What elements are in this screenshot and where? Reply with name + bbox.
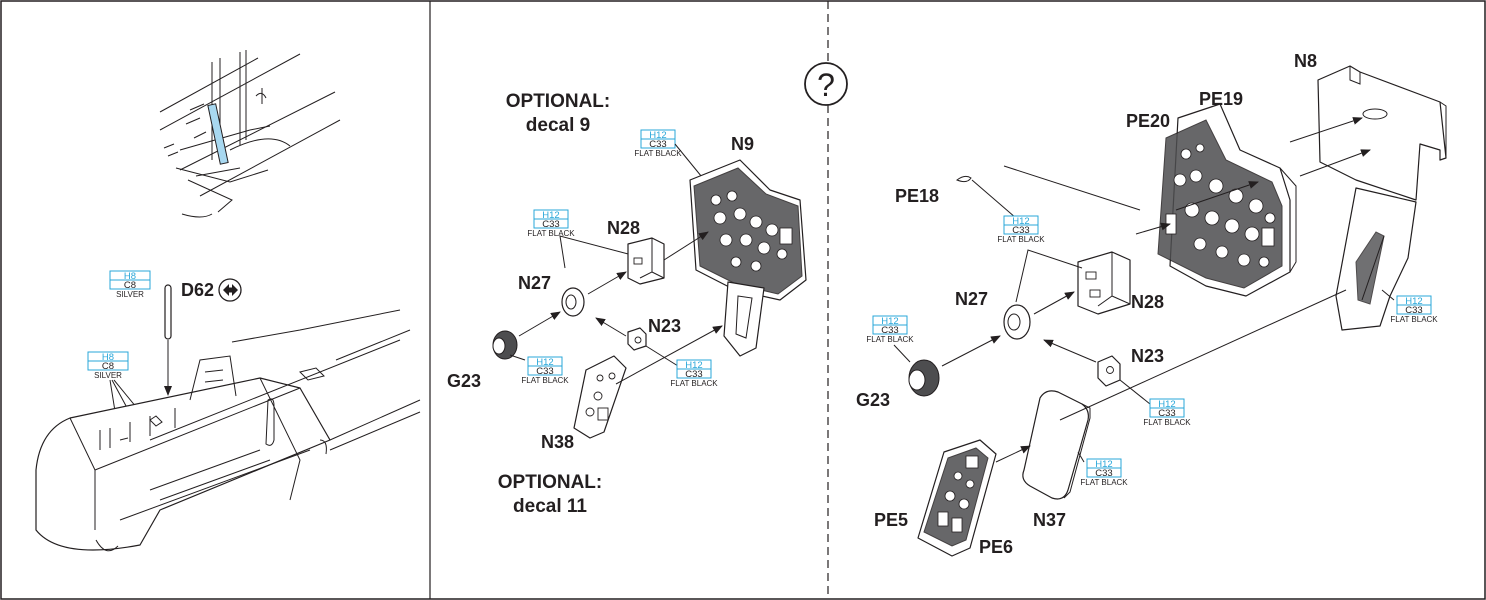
callout-g23-paint: H12 C33 FLAT BLACK bbox=[866, 315, 914, 344]
flip-arrow-icon bbox=[218, 278, 242, 302]
detail-inset-drawing bbox=[159, 50, 341, 218]
question-mark-icon: ? bbox=[804, 62, 848, 106]
svg-text:H12: H12 bbox=[685, 360, 702, 371]
svg-text:H8: H8 bbox=[124, 271, 136, 282]
part-label-n37: N37 bbox=[1033, 510, 1066, 530]
callout-n37-paint: H12 C33 FLAT BLACK bbox=[1080, 458, 1128, 487]
callout-n23-paint: H12 C33 FLAT BLACK bbox=[670, 359, 718, 388]
part-n27-cylinder bbox=[561, 287, 585, 317]
svg-text:FLAT BLACK: FLAT BLACK bbox=[1143, 418, 1191, 427]
callout-g23-paint: H12 C33 FLAT BLACK bbox=[521, 356, 569, 385]
part-n28-block bbox=[627, 237, 665, 285]
optional-decal-9-line1: OPTIONAL: bbox=[506, 91, 611, 112]
part-label-pe19: PE19 bbox=[1199, 89, 1243, 109]
part-label-g23: G23 bbox=[447, 371, 481, 391]
svg-text:FLAT BLACK: FLAT BLACK bbox=[866, 335, 914, 344]
svg-text:C33: C33 bbox=[542, 219, 559, 230]
part-label-pe18: PE18 bbox=[895, 186, 939, 206]
svg-text:H12: H12 bbox=[1405, 296, 1422, 307]
svg-text:H12: H12 bbox=[542, 210, 559, 221]
svg-text:C8: C8 bbox=[102, 361, 114, 372]
optional-decal-9-line2: decal 9 bbox=[526, 115, 590, 136]
panel-3: ? N8 PE19 PE20 PE18 H12 C33 FLAT BLACK bbox=[804, 51, 1447, 557]
svg-text:FLAT BLACK: FLAT BLACK bbox=[1080, 478, 1128, 487]
highlighted-rod bbox=[207, 103, 229, 165]
callout-n8-paint: H12 C33 FLAT BLACK bbox=[1390, 295, 1438, 324]
callout-pe18-paint: H12 C33 FLAT BLACK bbox=[997, 215, 1045, 244]
part-label-n28: N28 bbox=[1131, 292, 1164, 312]
callout-d62-paint: H8 C8 SILVER bbox=[109, 270, 151, 299]
svg-text:FLAT BLACK: FLAT BLACK bbox=[527, 229, 575, 238]
part-n23-knob bbox=[1097, 355, 1121, 387]
optional-decal-11-line2: decal 11 bbox=[513, 496, 587, 517]
part-label-n23: N23 bbox=[648, 316, 681, 336]
part-n27-cylinder bbox=[1003, 304, 1031, 340]
svg-text:?: ? bbox=[817, 67, 835, 103]
part-label-n23: N23 bbox=[1131, 346, 1164, 366]
cockpit-tub-drawing bbox=[35, 309, 421, 552]
part-d62-rod bbox=[164, 284, 172, 340]
callout-n9-paint: H12 C33 FLAT BLACK bbox=[634, 129, 682, 158]
panel-1: H8 C8 SILVER D62 H8 C8 SILVER bbox=[35, 50, 421, 552]
svg-text:C33: C33 bbox=[881, 325, 898, 336]
svg-text:SILVER: SILVER bbox=[94, 371, 122, 380]
svg-text:C8: C8 bbox=[124, 280, 136, 291]
part-label-n27: N27 bbox=[955, 289, 988, 309]
svg-text:H12: H12 bbox=[1012, 216, 1029, 227]
svg-text:H8: H8 bbox=[102, 352, 114, 363]
callout-n23-paint: H12 C33 FLAT BLACK bbox=[1143, 398, 1191, 427]
part-label-pe20: PE20 bbox=[1126, 111, 1170, 131]
part-n28-block bbox=[1077, 251, 1131, 315]
panel-2: OPTIONAL: decal 9 OPTIONAL: decal 11 H12… bbox=[447, 91, 807, 517]
part-label-n8: N8 bbox=[1294, 51, 1317, 71]
part-label-pe5: PE5 bbox=[874, 510, 908, 530]
part-n8-bulkhead bbox=[1317, 65, 1447, 201]
svg-text:FLAT BLACK: FLAT BLACK bbox=[1390, 315, 1438, 324]
svg-text:C33: C33 bbox=[1012, 225, 1029, 236]
part-label-n27: N27 bbox=[518, 273, 551, 293]
svg-text:H12: H12 bbox=[536, 357, 553, 368]
svg-text:FLAT BLACK: FLAT BLACK bbox=[634, 149, 682, 158]
part-pe19-pe20-instrument-panel bbox=[1157, 103, 1297, 297]
part-label-d62: D62 bbox=[181, 280, 214, 300]
part-n23-knob bbox=[627, 327, 647, 351]
part-g23-ring bbox=[908, 359, 940, 397]
svg-text:H12: H12 bbox=[881, 316, 898, 327]
svg-text:H12: H12 bbox=[1158, 399, 1175, 410]
part-label-g23: G23 bbox=[856, 390, 890, 410]
svg-text:FLAT BLACK: FLAT BLACK bbox=[997, 235, 1045, 244]
part-label-n9: N9 bbox=[731, 134, 754, 154]
svg-text:C33: C33 bbox=[1158, 408, 1175, 419]
callout-n28-paint: H12 C33 FLAT BLACK bbox=[527, 209, 575, 238]
part-label-n28: N28 bbox=[607, 218, 640, 238]
part-pe5-pe6-panel bbox=[917, 439, 997, 557]
svg-text:C33: C33 bbox=[536, 366, 553, 377]
svg-text:C33: C33 bbox=[1095, 468, 1112, 479]
part-n9-console bbox=[723, 281, 765, 357]
part-n38-panel bbox=[573, 355, 627, 439]
part-n8-lower-plate bbox=[1335, 187, 1417, 331]
part-label-pe6: PE6 bbox=[979, 537, 1013, 557]
part-label-n38: N38 bbox=[541, 432, 574, 452]
svg-text:C33: C33 bbox=[685, 369, 702, 380]
svg-text:H12: H12 bbox=[649, 130, 666, 141]
svg-text:FLAT BLACK: FLAT BLACK bbox=[670, 379, 718, 388]
part-pe18-lever bbox=[955, 175, 972, 183]
part-n37-plate bbox=[1022, 390, 1091, 500]
optional-decal-11-line1: OPTIONAL: bbox=[498, 472, 603, 493]
svg-text:FLAT BLACK: FLAT BLACK bbox=[521, 376, 569, 385]
svg-text:SILVER: SILVER bbox=[116, 290, 144, 299]
svg-text:C33: C33 bbox=[649, 139, 666, 150]
svg-text:C33: C33 bbox=[1405, 305, 1422, 316]
part-g23-ring bbox=[492, 330, 518, 360]
callout-interior-paint: H8 C8 SILVER bbox=[87, 351, 129, 380]
part-n9-instrument-panel bbox=[689, 159, 807, 301]
svg-text:H12: H12 bbox=[1095, 459, 1112, 470]
